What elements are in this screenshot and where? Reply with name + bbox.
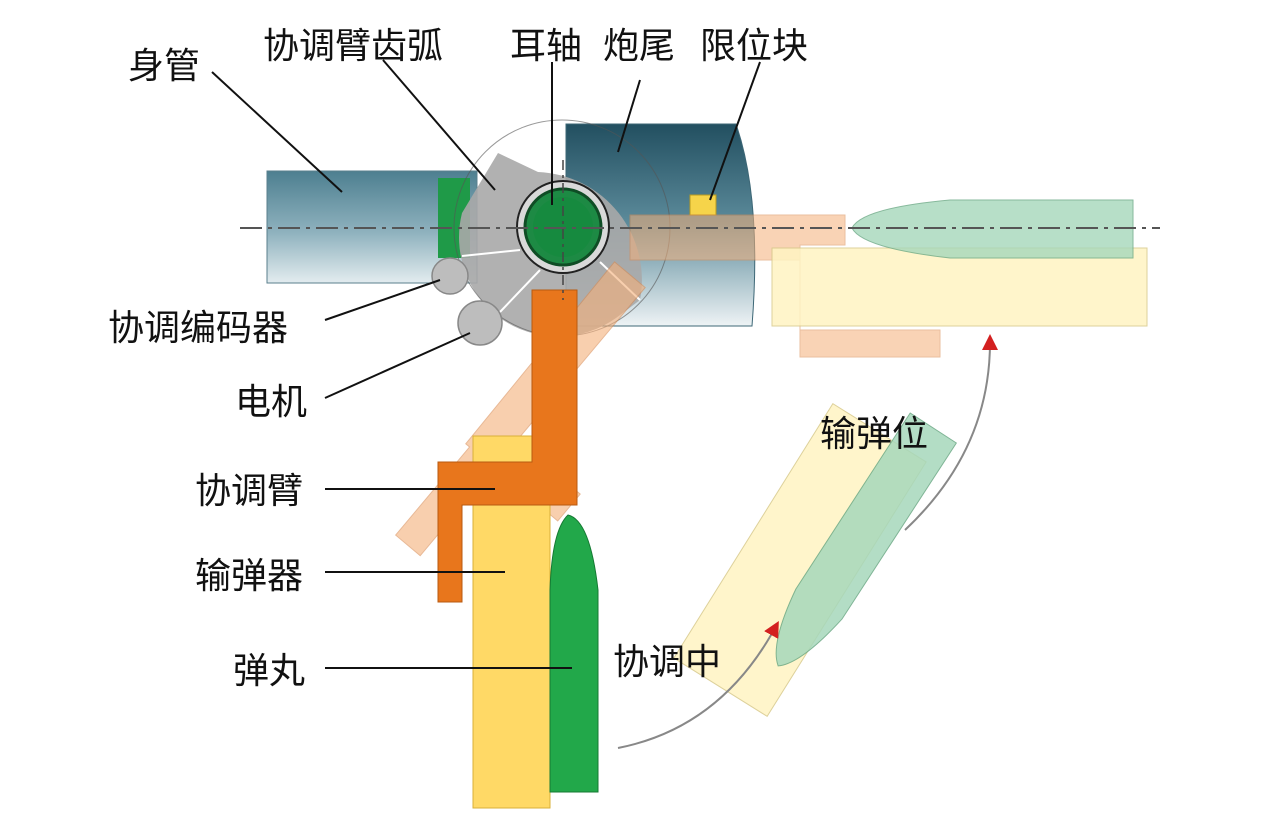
arrow-to-ramming bbox=[904, 334, 998, 531]
ghost-projectile-mid bbox=[775, 412, 958, 667]
ghost-arm-ramming bbox=[629, 214, 941, 358]
leader-encoder bbox=[324, 279, 441, 321]
motor bbox=[457, 300, 503, 346]
coordinating-arm bbox=[437, 289, 578, 603]
label-trunnion: 耳轴 bbox=[510, 26, 582, 67]
gear-spoke bbox=[461, 249, 521, 257]
gear-spoke bbox=[499, 269, 541, 313]
label-ramming-position: 输弹位 bbox=[820, 414, 928, 455]
label-encoder: 协调编码器 bbox=[108, 308, 288, 349]
leader-barrel bbox=[211, 71, 343, 193]
label-motor: 电机 bbox=[235, 382, 307, 423]
limit-block bbox=[689, 194, 717, 216]
leader-limit-block bbox=[709, 61, 761, 201]
label-coordinating: 协调中 bbox=[613, 642, 721, 683]
arrow-coordinating bbox=[617, 620, 779, 749]
leader-breech bbox=[617, 79, 641, 153]
encoder bbox=[431, 257, 469, 295]
label-limit-block: 限位块 bbox=[700, 26, 808, 67]
label-breech: 炮尾 bbox=[603, 26, 675, 67]
label-projectile: 弹丸 bbox=[233, 651, 305, 692]
ghost-rammer-ramming bbox=[771, 247, 1148, 327]
label-barrel: 身管 bbox=[128, 46, 200, 87]
leader-motor bbox=[324, 332, 471, 399]
label-rammer: 输弹器 bbox=[195, 556, 303, 597]
projectile bbox=[549, 514, 599, 793]
leader-gear-arc bbox=[382, 59, 496, 191]
label-arm-gear-arc: 协调臂齿弧 bbox=[263, 26, 443, 67]
label-coord-arm: 协调臂 bbox=[195, 471, 303, 512]
